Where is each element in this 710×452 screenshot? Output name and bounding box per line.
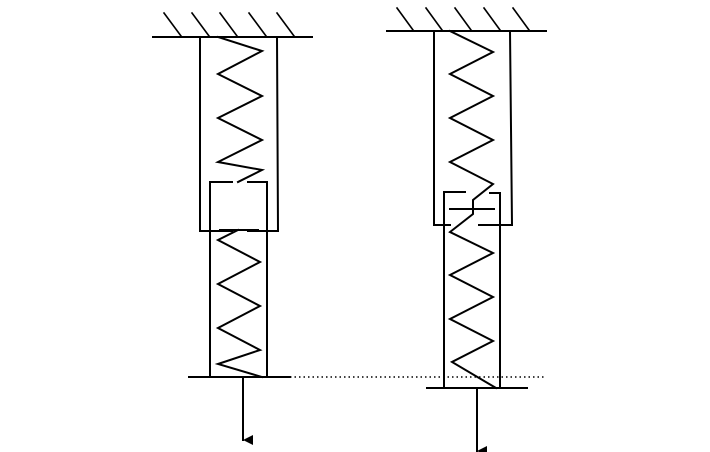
left-inner-sleeve (209, 181, 268, 378)
left-system (152, 11, 313, 445)
right-system (386, 6, 547, 452)
left-upper-spring (214, 35, 266, 184)
right-ceiling-hatching (395, 6, 531, 32)
right-lower-spring (447, 208, 498, 390)
right-ceiling-support (386, 6, 547, 32)
right-upper-spring (447, 29, 496, 210)
right-inner-sleeve (443, 191, 501, 389)
left-ceiling-support (152, 11, 313, 38)
left-ceiling-hatching (162, 11, 296, 38)
left-lower-spring (214, 228, 264, 379)
